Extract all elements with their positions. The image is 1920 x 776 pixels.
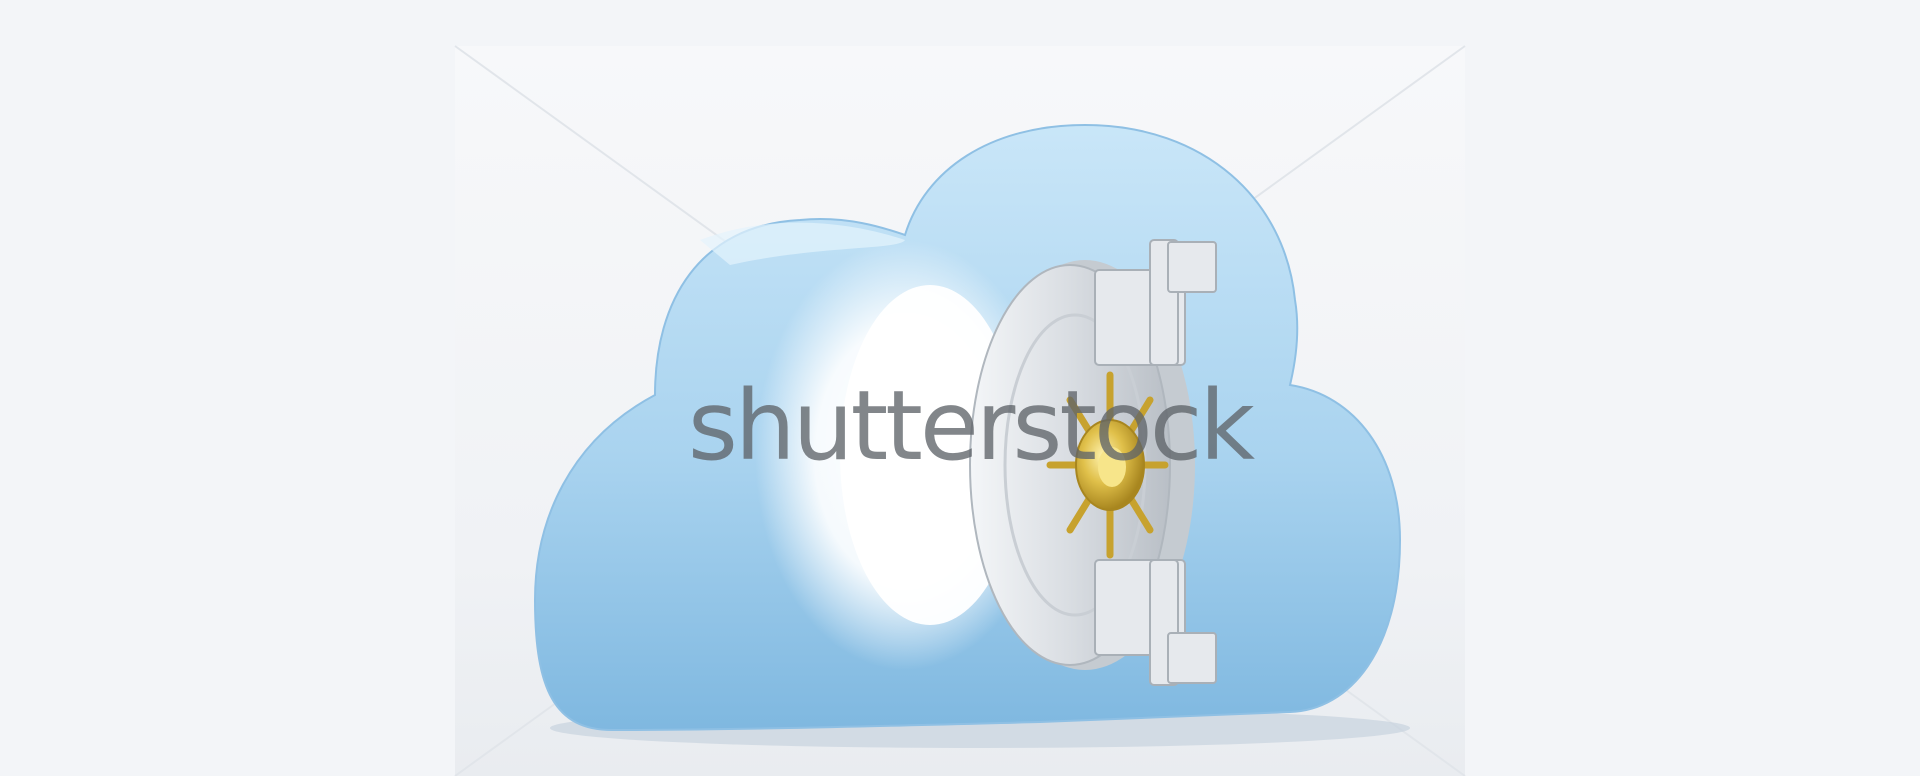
vault-hinge-top xyxy=(1094,239,1217,366)
vault-hinge-bottom xyxy=(1094,559,1217,686)
vault-door xyxy=(969,239,1217,686)
watermark-text: shutterstock xyxy=(687,370,1255,482)
